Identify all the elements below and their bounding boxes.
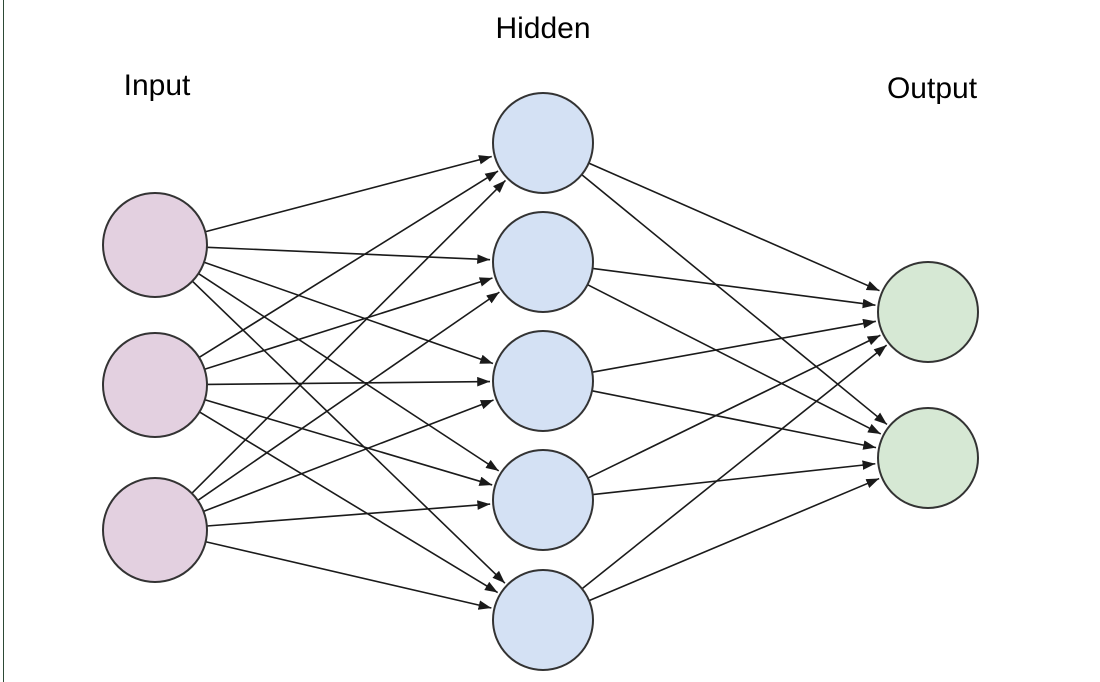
edge-h1-to-o1 [588,162,880,292]
edge-i2-to-h2 [204,277,493,371]
edges-group [191,155,888,610]
node-h3[interactable] [492,330,594,432]
edge-h4-to-o1 [587,334,881,479]
edge-h1-to-o2 [581,174,888,426]
edge-i1-to-h5 [191,280,506,584]
node-i1[interactable] [102,192,208,298]
node-h5[interactable] [492,569,594,671]
edge-h2-to-o1 [592,267,876,309]
edge-h3-to-o1 [592,318,876,373]
edge-i3-to-h4 [206,500,491,527]
layer-label-output: Output [887,72,978,105]
edge-i3-to-h2 [197,291,500,502]
edge-h3-to-o2 [591,390,877,450]
node-h4[interactable] [492,449,594,551]
node-i2[interactable] [102,332,208,438]
edge-i1-to-h2 [206,246,491,264]
nodes-group [102,92,979,671]
layer-label-hidden: Hidden [495,12,590,45]
node-h2[interactable] [492,211,594,313]
edge-i2-to-h1 [198,170,499,359]
edge-i3-to-h5 [205,540,492,610]
left-edge-border [3,0,4,682]
edge-h5-to-o2 [588,477,880,602]
edge-h2-to-o2 [587,283,882,435]
node-o1[interactable] [877,261,979,363]
layer-label-input: Input [124,69,191,102]
edge-i2-to-h4 [204,399,493,486]
node-i3[interactable] [102,477,208,583]
edge-i3-to-h1 [191,179,507,494]
node-h1[interactable] [492,92,594,194]
edge-i3-to-h3 [203,399,494,513]
edge-h5-to-o1 [581,344,888,590]
edge-h4-to-o2 [592,460,876,496]
edge-i1-to-h4 [198,272,500,472]
edge-i2-to-h3 [206,376,491,387]
edge-i1-to-h1 [205,155,492,233]
edge-i1-to-h3 [203,261,494,365]
edge-i2-to-h5 [199,411,499,594]
node-o2[interactable] [877,407,979,509]
